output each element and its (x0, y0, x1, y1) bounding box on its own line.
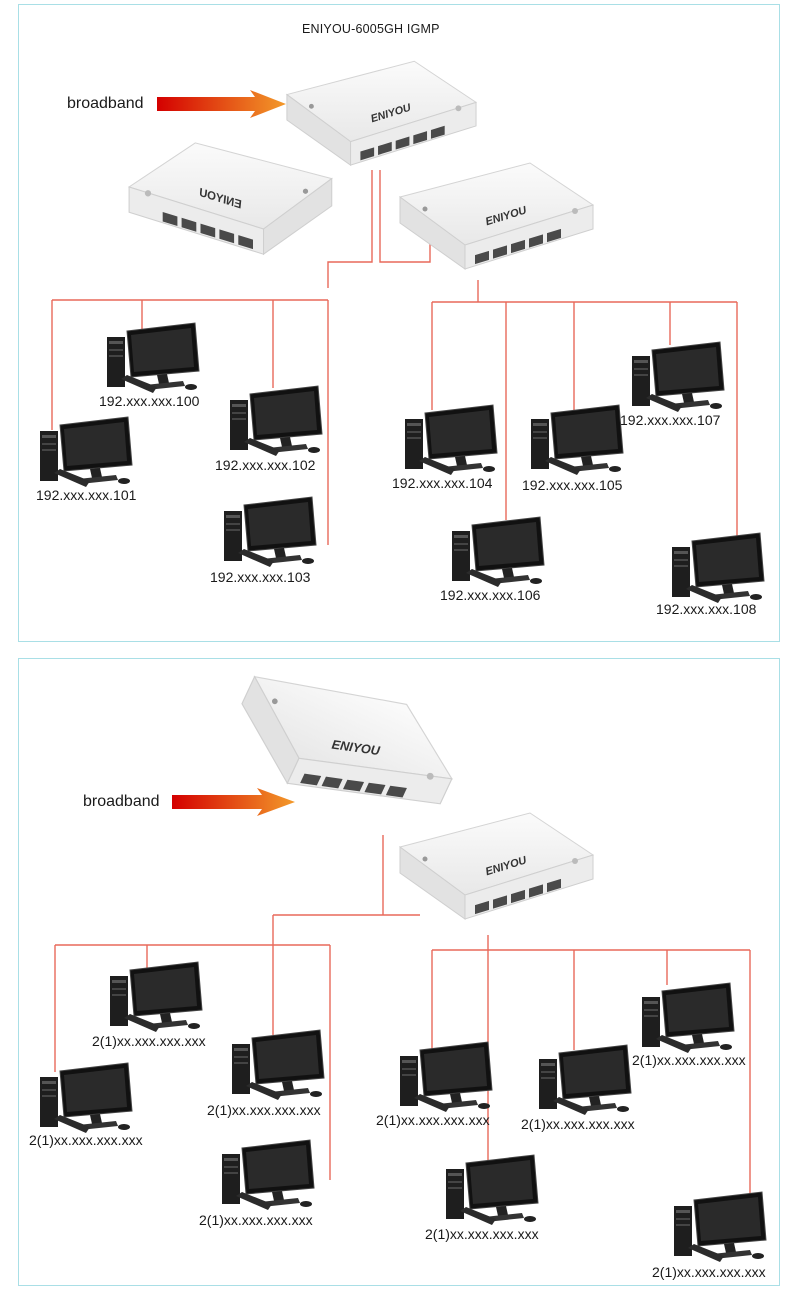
computer-label-1-2: 192.xxx.xxx.102 (215, 457, 316, 473)
computer-1-6 (451, 516, 545, 588)
computer-2-2 (231, 1029, 325, 1101)
computer-1-1 (39, 416, 133, 488)
broadband-label-1: broadband (67, 95, 144, 112)
broadband-arrow-2 (172, 788, 295, 816)
right-switch-2 (399, 812, 594, 920)
diagram-2 (39, 640, 767, 1263)
computer-2-1 (39, 1062, 133, 1134)
computer-2-5 (538, 1044, 632, 1116)
computer-1-5 (530, 404, 624, 476)
computer-label-1-4: 192.xxx.xxx.104 (392, 475, 493, 491)
computer-label-2-6: 2(1)xx.xxx.xxx.xxx (425, 1226, 539, 1242)
computer-label-2-7: 2(1)xx.xxx.xxx.xxx (632, 1052, 746, 1068)
computer-2-0 (109, 961, 203, 1033)
computer-label-1-8: 192.xxx.xxx.108 (656, 601, 757, 617)
computer-label-2-2: 2(1)xx.xxx.xxx.xxx (207, 1102, 321, 1118)
broadband-arrow-1 (157, 90, 286, 118)
computer-2-8 (673, 1191, 767, 1263)
computer-label-1-3: 192.xxx.xxx.103 (210, 569, 311, 585)
broadband-label-2: broadband (83, 793, 160, 810)
computer-2-7 (641, 982, 735, 1054)
computer-label-1-1: 192.xxx.xxx.101 (36, 487, 137, 503)
computer-label-1-7: 192.xxx.xxx.107 (620, 412, 721, 428)
computer-2-4 (399, 1041, 493, 1113)
computer-1-3 (223, 496, 317, 568)
computer-label-2-3: 2(1)xx.xxx.xxx.xxx (199, 1212, 313, 1228)
diagram-1 (39, 60, 765, 604)
main-switch-1 (286, 60, 477, 166)
computer-label-2-8: 2(1)xx.xxx.xxx.xxx (652, 1264, 766, 1280)
left-switch-1 (128, 142, 333, 255)
computer-label-1-6: 192.xxx.xxx.106 (440, 587, 541, 603)
computer-label-1-5: 192.xxx.xxx.105 (522, 477, 623, 493)
computer-1-0 (106, 322, 200, 394)
computer-1-8 (671, 532, 765, 604)
cables-2 (54, 835, 751, 1195)
computer-1-7 (631, 341, 725, 413)
computer-1-2 (229, 385, 323, 457)
computer-label-2-0: 2(1)xx.xxx.xxx.xxx (92, 1033, 206, 1049)
computer-2-3 (221, 1139, 315, 1211)
computer-2-6 (445, 1154, 539, 1226)
diagram-title: ENIYOU-6005GH IGMP (302, 22, 440, 36)
main-switch-2 (219, 640, 473, 847)
computer-label-1-0: 192.xxx.xxx.100 (99, 393, 200, 409)
right-switch-1 (399, 162, 594, 270)
computer-label-2-5: 2(1)xx.xxx.xxx.xxx (521, 1116, 635, 1132)
computer-1-4 (404, 404, 498, 476)
cables-1 (51, 170, 738, 545)
computer-label-2-1: 2(1)xx.xxx.xxx.xxx (29, 1132, 143, 1148)
computer-label-2-4: 2(1)xx.xxx.xxx.xxx (376, 1112, 490, 1128)
